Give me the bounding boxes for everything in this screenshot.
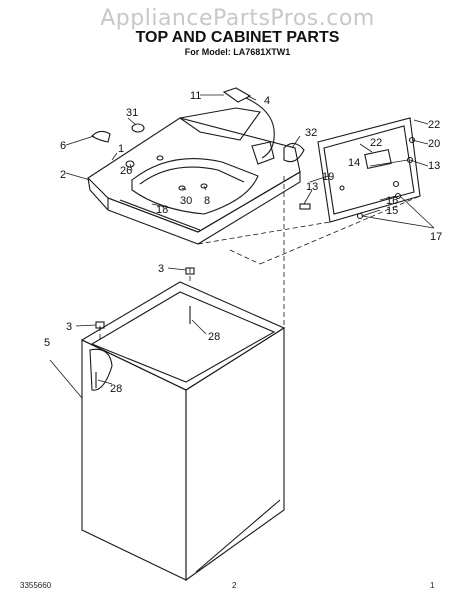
- callout-20: 20: [428, 138, 440, 150]
- callout-28-right: 28: [208, 331, 220, 343]
- washer-top-panel: [87, 107, 301, 245]
- top-hardware: [91, 123, 416, 220]
- cabinet-body: [80, 281, 286, 582]
- callout-32: 32: [305, 127, 317, 139]
- callout-4: 4: [264, 95, 270, 107]
- callout-1: 1: [118, 143, 124, 155]
- callout-14: 14: [348, 157, 360, 169]
- page-number: 2: [232, 581, 237, 590]
- callout-8: 8: [204, 195, 210, 207]
- callout-22-right: 22: [428, 119, 440, 131]
- callout-26: 26: [120, 165, 132, 177]
- callout-16: 16: [386, 195, 398, 207]
- callout-30: 30: [180, 195, 192, 207]
- callout-18: 18: [156, 204, 168, 216]
- model-subtitle: For Model: LA7681XTW1: [184, 47, 291, 57]
- callout-6: 6: [60, 140, 66, 152]
- watermark-text: AppliancePartsPros.com: [100, 6, 375, 31]
- callout-3-top: 3: [158, 263, 164, 275]
- callout-22-mid: 22: [370, 137, 382, 149]
- leader-lines: [49, 94, 435, 399]
- callout-2: 2: [60, 169, 66, 181]
- alignment-lines: [99, 176, 421, 510]
- callout-13-left: 13: [306, 181, 318, 193]
- part-callouts: 31 6 1 2 26 30 8 18 11 4 32 19 13 22 22 …: [44, 90, 442, 395]
- callout-11: 11: [190, 90, 201, 102]
- corner-mark: 1: [430, 581, 435, 590]
- callout-3-side: 3: [66, 321, 72, 333]
- callout-5: 5: [44, 337, 50, 349]
- callout-15: 15: [386, 205, 398, 217]
- callout-19: 19: [322, 171, 334, 183]
- lid-switch-harness: [222, 87, 305, 165]
- lid-panel: [317, 117, 421, 223]
- callout-31: 31: [126, 107, 138, 119]
- callout-28-left: 28: [110, 383, 122, 395]
- page-title: TOP AND CABINET PARTS: [135, 29, 340, 46]
- callout-17: 17: [430, 231, 442, 243]
- callout-13-right: 13: [428, 160, 440, 172]
- document-number: 3355660: [20, 581, 52, 590]
